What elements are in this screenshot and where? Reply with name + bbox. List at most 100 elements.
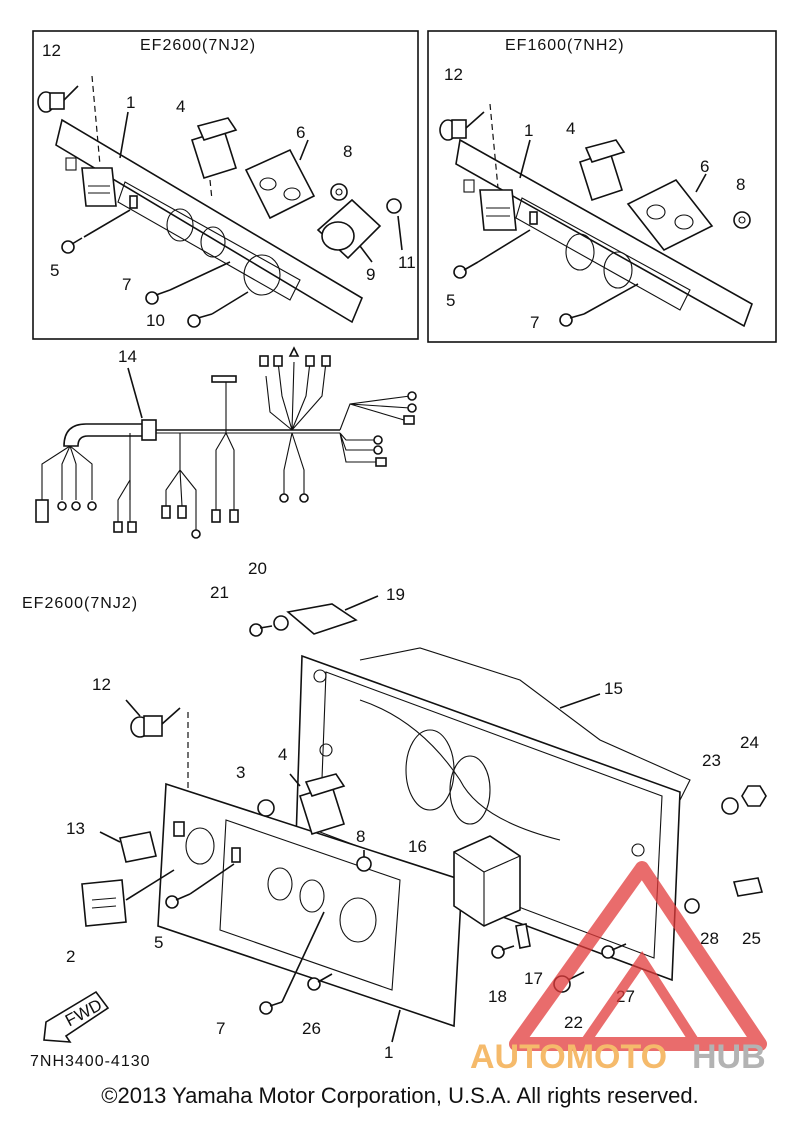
panel-ef1600-top: EF1600(7NH2) [427, 30, 777, 343]
panel-title: EF1600(7NH2) [505, 37, 625, 54]
watermark-text-2: HUB [692, 1038, 766, 1076]
callout-13: 13 [66, 819, 85, 838]
panel-inner-plate [515, 197, 691, 311]
diagram-code: 7NH3400-4130 [30, 1053, 151, 1070]
nut-part [386, 198, 402, 214]
wire-harness: 14 [35, 346, 417, 539]
panel-frame [32, 30, 419, 340]
callout-18: 18 [488, 987, 507, 1006]
panel-inner-plate [117, 181, 301, 301]
screw-part [491, 945, 515, 959]
watermark-logo: AUTOMOTO HUB [470, 861, 767, 1076]
callout-26: 26 [302, 1019, 321, 1038]
ac-protector-box [81, 167, 117, 207]
receptacle-part [244, 148, 316, 220]
switch-hole [463, 179, 475, 193]
callout-11: 11 [398, 253, 416, 272]
insulator-plate [286, 603, 358, 635]
connector [35, 499, 49, 523]
screw-part [187, 313, 213, 328]
callout-12: 12 [444, 65, 463, 84]
connector [211, 375, 237, 383]
knob-part [439, 111, 485, 141]
knob-part [130, 707, 181, 738]
washer-part [721, 797, 739, 815]
callout-7: 7 [122, 275, 131, 294]
control-panel-plate [455, 138, 753, 328]
assembly-title: EF2600(7NJ2) [22, 595, 138, 612]
panel-frame [427, 30, 777, 343]
callout-4: 4 [176, 97, 185, 116]
callout-10: 10 [146, 311, 165, 330]
copyright-notice: ©2013 Yamaha Motor Corporation, U.S.A. A… [101, 1083, 699, 1108]
callout-20: 20 [248, 559, 267, 578]
outlet-hole [166, 208, 194, 242]
screw-part [145, 289, 171, 305]
nut-part [257, 799, 275, 817]
screw-part [453, 261, 479, 279]
screw-part [249, 623, 273, 637]
callout-28: 28 [700, 929, 719, 948]
fwd-arrow-icon: FWD [43, 990, 110, 1043]
nut-part [741, 785, 767, 807]
screw-part [61, 237, 83, 254]
callout-14: 14 [118, 347, 137, 366]
washer-part [356, 856, 372, 872]
callout-25: 25 [742, 929, 761, 948]
clip-part [515, 923, 531, 949]
panel-ef2600-top: EF2600(7NJ2) [32, 30, 419, 340]
receptacle-part [626, 178, 714, 252]
callout-17: 17 [524, 969, 543, 988]
callout-19: 19 [386, 585, 405, 604]
screw-part [684, 898, 700, 914]
callout-8: 8 [343, 142, 352, 161]
switch-hole [65, 157, 77, 171]
frame-housing [295, 654, 681, 982]
callout-22: 22 [564, 1013, 583, 1032]
screw-part [559, 313, 585, 327]
washer-part [273, 615, 289, 631]
screw-part [259, 1001, 283, 1015]
callout-3: 3 [236, 763, 245, 782]
callout-1: 1 [384, 1043, 393, 1062]
callout-12: 12 [92, 675, 111, 694]
callout-7: 7 [216, 1019, 225, 1038]
label-part [732, 877, 764, 897]
screw-part [307, 973, 333, 991]
callout-1: 1 [524, 121, 533, 140]
callout-8: 8 [736, 175, 745, 194]
outlet-hole [565, 233, 595, 271]
circuit-breaker-part [579, 139, 626, 202]
circuit-breaker-part [298, 773, 346, 836]
callout-6: 6 [700, 157, 709, 176]
callout-8: 8 [356, 827, 365, 846]
knob-part [37, 85, 79, 113]
switch [529, 211, 538, 225]
callout-24: 24 [740, 733, 759, 752]
outlet-hole [243, 254, 281, 296]
callout-15: 15 [604, 679, 623, 698]
callout-1: 1 [126, 93, 135, 112]
ac-protector-part [81, 879, 127, 927]
callout-9: 9 [366, 265, 375, 284]
panel-title: EF2600(7NJ2) [140, 37, 256, 54]
callout-12: 12 [42, 41, 61, 60]
callout-7: 7 [530, 313, 539, 332]
screw-part [165, 893, 191, 909]
watermark-text-1: AUTOMOTO [470, 1038, 667, 1076]
switch [129, 195, 138, 209]
callout-5: 5 [50, 261, 59, 280]
washer-part [330, 183, 348, 201]
circuit-breaker-part [190, 117, 238, 180]
harness-sleeve [63, 423, 151, 447]
switch-part [119, 831, 157, 863]
outlet-hole [200, 226, 226, 258]
callout-4: 4 [566, 119, 575, 138]
ac-protector-box [479, 189, 517, 231]
twist-lock-receptacle-part [316, 198, 382, 260]
callout-23: 23 [702, 751, 721, 770]
callout-16: 16 [408, 837, 427, 856]
cover-box [453, 835, 521, 927]
callout-2: 2 [66, 947, 75, 966]
